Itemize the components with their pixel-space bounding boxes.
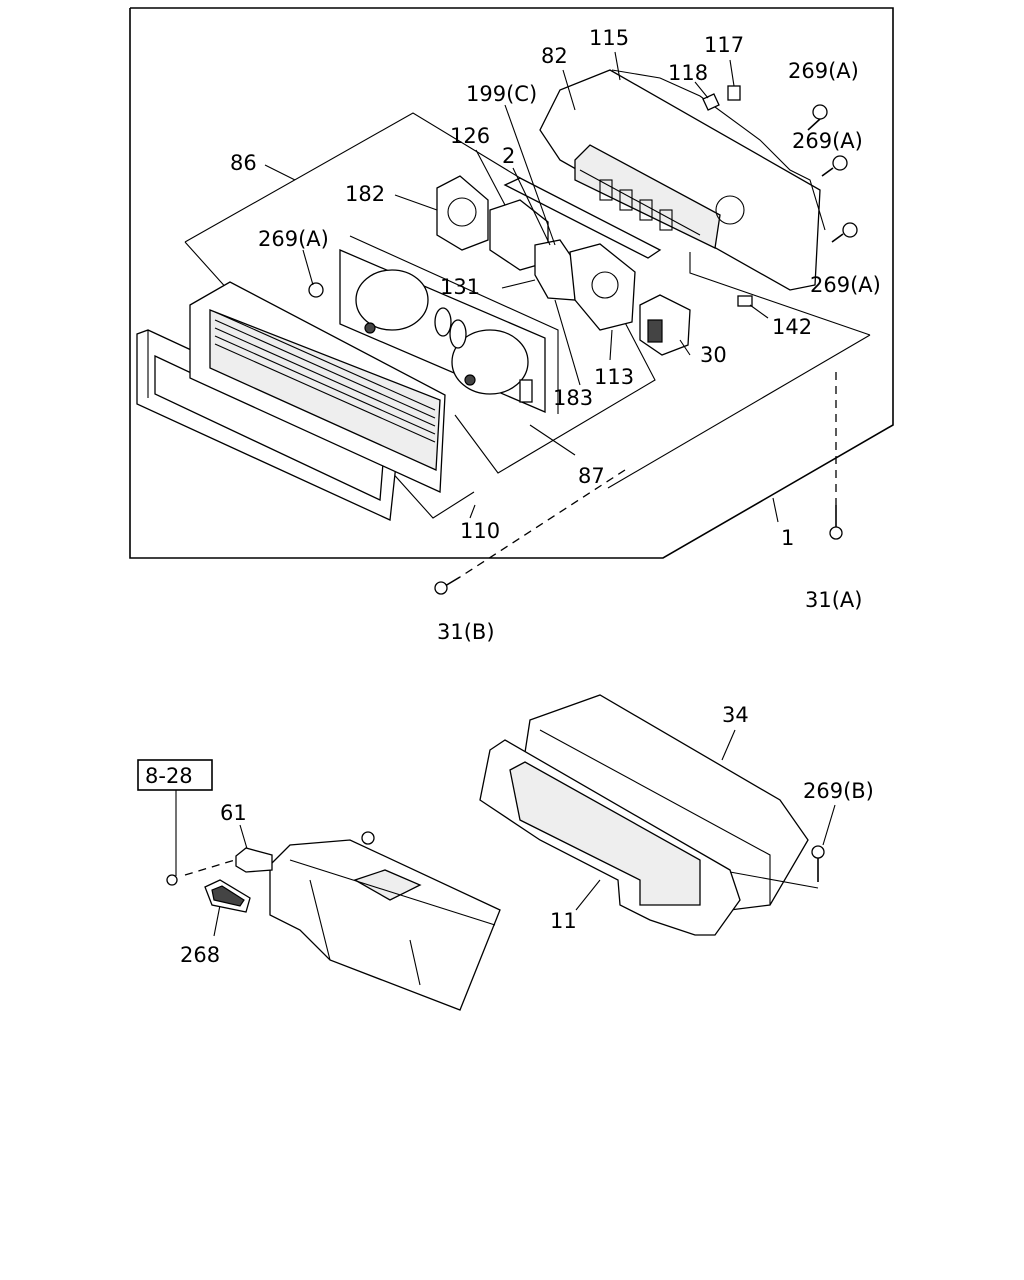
reference-box-label: 8-28 xyxy=(145,764,193,788)
circuit-strip-199c xyxy=(503,177,662,259)
gauge-113 xyxy=(569,243,636,331)
bulb-118 xyxy=(702,93,720,111)
callout-1: 1 xyxy=(781,526,794,550)
callout-269a-top: 269(A) xyxy=(788,59,859,83)
screw-269a-mid xyxy=(821,155,848,177)
screw-269a-top xyxy=(807,104,828,131)
callout-31b: 31(B) xyxy=(437,620,495,644)
callout-269a-mid: 269(A) xyxy=(792,129,863,153)
leader-lines-top xyxy=(264,51,779,523)
callout-115: 115 xyxy=(589,26,629,50)
instrument-panel xyxy=(269,831,501,1011)
clip-screw xyxy=(166,874,178,886)
callout-118: 118 xyxy=(668,61,708,85)
callout-34: 34 xyxy=(722,703,749,727)
callout-269a-left: 269(A) xyxy=(258,227,329,251)
bezel-panel-110 xyxy=(189,281,446,493)
gauge-182 xyxy=(436,175,489,251)
gasket-115 xyxy=(611,69,826,231)
plate-268 xyxy=(204,879,251,913)
callout-87: 87 xyxy=(578,464,605,488)
callout-31a: 31(A) xyxy=(805,588,862,612)
callout-131: 131 xyxy=(440,275,480,299)
callout-113: 113 xyxy=(594,365,634,389)
callout-30: 30 xyxy=(700,343,727,367)
callout-11: 11 xyxy=(550,909,577,933)
callout-110: 110 xyxy=(460,519,500,543)
callout-142: 142 xyxy=(772,315,812,339)
module-30 xyxy=(639,294,691,356)
callout-82: 82 xyxy=(541,44,568,68)
connector-142 xyxy=(737,295,753,307)
callout-86: 86 xyxy=(230,151,257,175)
screw-31a xyxy=(829,372,843,540)
sub-assembly-box-1 xyxy=(607,252,871,489)
sub-assembly-box-87 xyxy=(349,235,656,474)
visor-11 xyxy=(479,739,741,936)
callout-268: 268 xyxy=(180,943,220,967)
screw-269a-left xyxy=(308,282,324,298)
callout-61: 61 xyxy=(220,801,247,825)
screw-269a-low xyxy=(831,222,858,243)
assembly-frame xyxy=(129,7,894,559)
callout-269a-low: 269(A) xyxy=(810,273,881,297)
screw-31b xyxy=(434,469,626,595)
callout-269b: 269(B) xyxy=(803,779,874,803)
socket-117 xyxy=(727,85,741,101)
reference-box-8-28: 8-28 xyxy=(137,759,213,791)
callout-183: 183 xyxy=(553,386,593,410)
callout-117: 117 xyxy=(704,33,744,57)
callout-199c: 199(C) xyxy=(466,82,537,106)
switch-61 xyxy=(235,847,273,873)
callout-182: 182 xyxy=(345,182,385,206)
gauge-131 xyxy=(534,239,576,301)
screw-269b xyxy=(811,845,825,882)
callout-2: 2 xyxy=(502,144,515,168)
callout-126: 126 xyxy=(450,124,490,148)
dial-face-87 xyxy=(339,249,546,413)
